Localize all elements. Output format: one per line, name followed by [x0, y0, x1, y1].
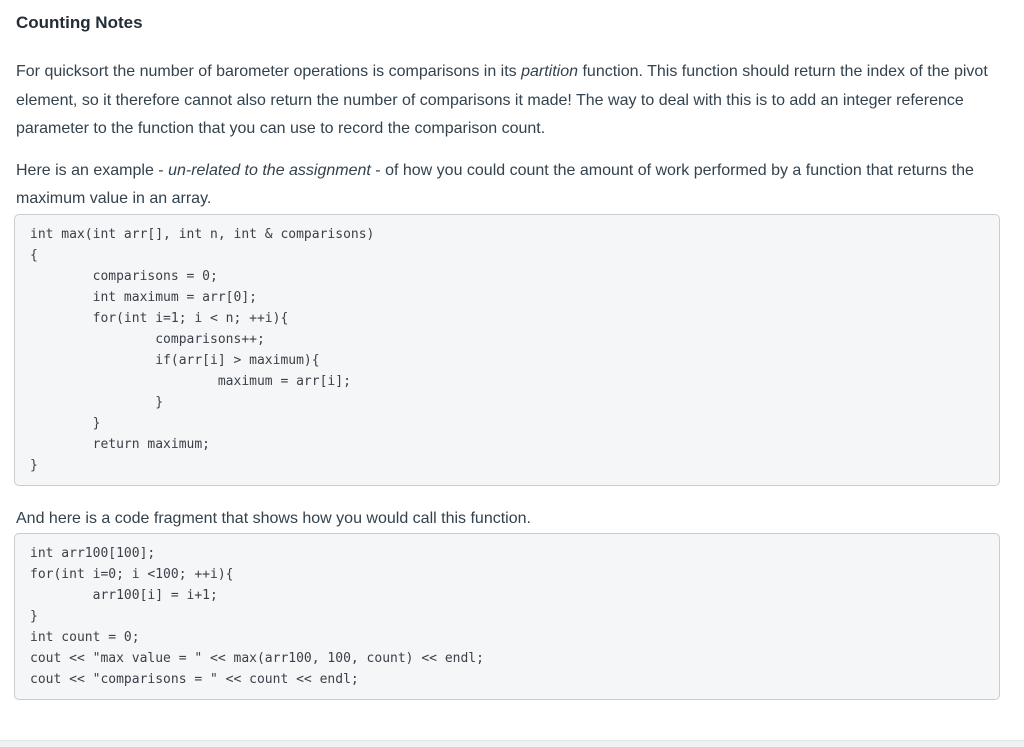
italic-partition-term: partition — [521, 63, 579, 80]
paragraph-quicksort-note: For quicksort the number of barometer op… — [16, 58, 1000, 144]
page-title: Counting Notes — [16, 13, 143, 32]
paragraph-text: Here is an example - — [16, 161, 169, 179]
paragraph-text: For quicksort the number of barometer op… — [16, 63, 522, 80]
notes-page-content: Counting Notes For quicksort the number … — [14, 13, 1000, 700]
code-text: int arr100[100]; for(int i=0; i <100; ++… — [30, 546, 484, 687]
code-block-call-fragment: int arr100[100]; for(int i=0; i <100; ++… — [14, 533, 1000, 700]
italic-unrelated-note: un-related to the assignment — [168, 161, 371, 179]
paragraph-call-fragment-intro: And here is a code fragment that shows h… — [16, 509, 531, 527]
next-section-divider — [0, 740, 1024, 747]
paragraph-example-intro: Here is an example - un-related to the a… — [16, 157, 1000, 214]
paragraph-text: - of how you could count the amount of w… — [16, 161, 974, 208]
paragraph-text: function. This function should return th… — [16, 63, 988, 137]
code-text: int max(int arr[], int n, int & comparis… — [30, 226, 375, 473]
code-block-max-function: int max(int arr[], int n, int & comparis… — [14, 213, 1000, 486]
